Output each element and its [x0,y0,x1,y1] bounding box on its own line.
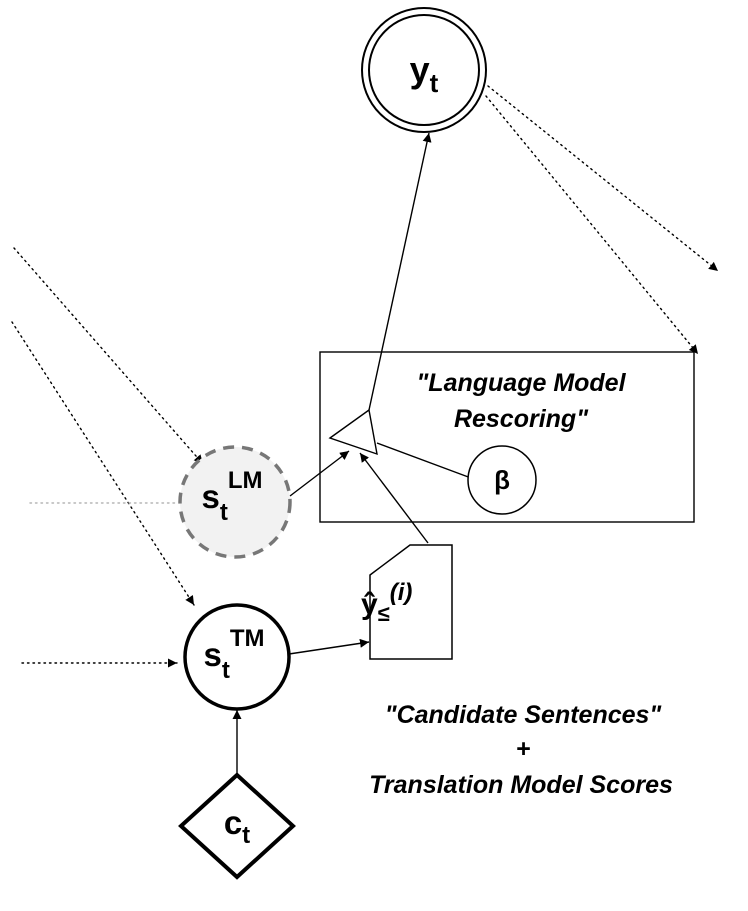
dotted-edge-out-1 [487,85,719,272]
y-t-label: yt [410,49,439,98]
edge-combiner-to-y [368,132,432,411]
s-tm-label: stTM [203,625,264,684]
s-lm-node [178,445,292,559]
s-tm-node [183,603,291,711]
s-lm-label: stLM [201,467,262,526]
edge-lm-to-combiner [289,450,350,497]
caption-line2: + [516,735,531,763]
beta-node [467,445,537,515]
caption-line1: "Candidate Sentences" [385,701,663,729]
c-t-label: ct [224,804,250,849]
rescoring-title-line2: Rescoring" [454,405,589,433]
y-t-node-outer [361,7,487,133]
dotted-edge-in-lm [13,247,204,465]
combiner-triangle [328,408,378,456]
y-t-node-inner [368,14,480,126]
caption-line3: Translation Model Scores [369,771,673,799]
candidate-label: ŷ≤(i) [361,579,412,626]
edge-tm-to-candidate [288,638,370,655]
dotted-edge-in-tm [11,321,195,606]
c-t-diamond [178,772,296,880]
edge-beta-to-combiner [376,442,472,479]
edge-candidate-to-combiner [359,452,429,544]
candidate-document [369,544,453,660]
rescoring-title-line1: "Language Model [416,369,626,397]
beta-label: β [494,465,510,495]
dotted-edge-out-2 [485,95,699,355]
rescoring-box [319,351,695,523]
